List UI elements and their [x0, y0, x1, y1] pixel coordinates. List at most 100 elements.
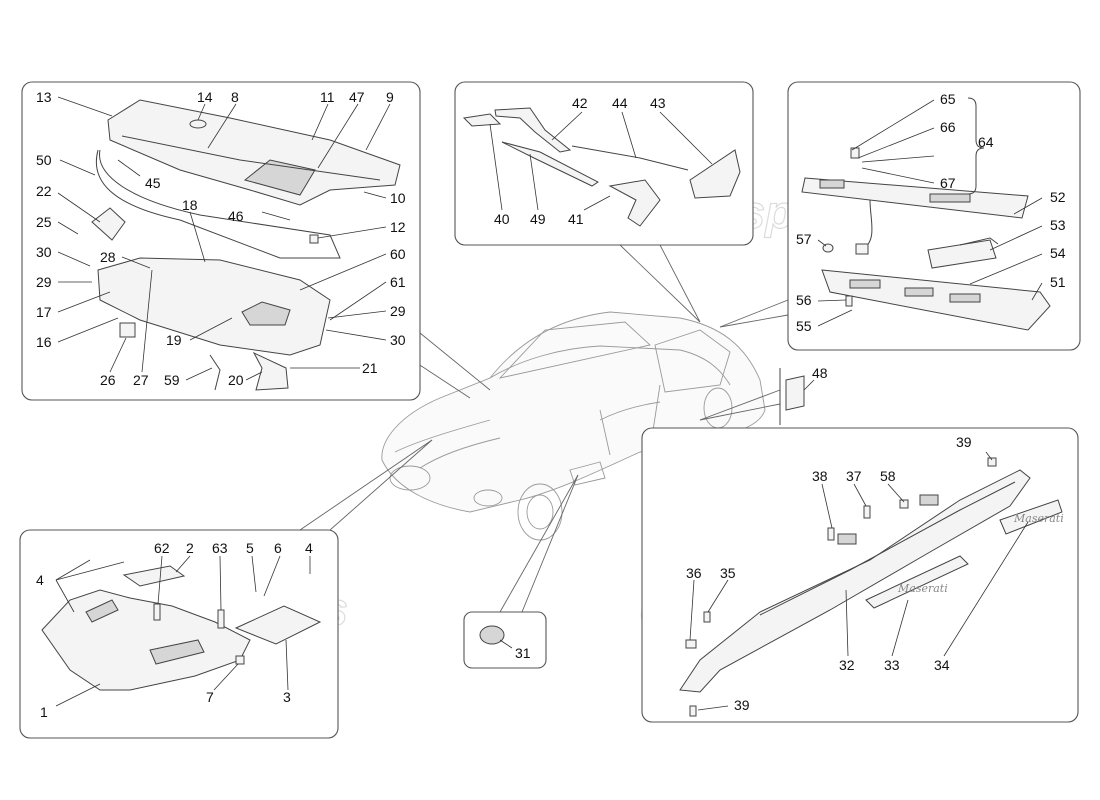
cowl-inner-line [121, 135, 381, 181]
callout-66: 66 [940, 119, 956, 135]
cowl-callouts: 13 14 8 11 47 9 50 45 10 22 25 18 46 12 … [36, 89, 406, 388]
shield-vent-1 [85, 599, 119, 623]
clip-part [119, 322, 136, 338]
callout-33: 33 [884, 657, 900, 673]
sill-32-part [679, 469, 1031, 693]
screw-38-part [827, 527, 835, 541]
callout-41: 41 [568, 211, 584, 227]
callout-20: 20 [228, 372, 244, 388]
callout-57: 57 [796, 231, 812, 247]
plate-33-part [865, 555, 969, 609]
underbody-callouts: 4 62 2 63 5 6 4 1 7 3 [36, 540, 313, 720]
car-door-seam-2 [599, 409, 611, 456]
callout-49: 49 [530, 211, 546, 227]
callout-30: 30 [36, 244, 52, 260]
panel-moldings: 42 44 43 40 49 41 [454, 81, 754, 246]
bracket-40-part [462, 113, 502, 127]
callout-16: 16 [36, 334, 52, 350]
callout-4b: 4 [305, 540, 313, 556]
callout-35: 35 [720, 565, 736, 581]
car-grille [389, 465, 431, 491]
callout-39b: 39 [734, 697, 750, 713]
trim-43-part [689, 149, 741, 199]
callout-18: 18 [182, 197, 198, 213]
car-front-wheel [517, 483, 563, 541]
nut-58-part [899, 499, 909, 509]
screw-37-part [863, 505, 871, 519]
trunk-callouts: 65 66 64 67 52 53 57 54 56 51 55 [796, 91, 1066, 334]
callout-38: 38 [812, 468, 828, 484]
callout-27: 27 [133, 372, 149, 388]
callout-3: 3 [283, 689, 291, 705]
shield-vent-2 [149, 639, 205, 665]
callout-53: 53 [1050, 217, 1066, 233]
nut-part [309, 234, 319, 244]
callout-2: 2 [186, 540, 194, 556]
callout-52: 52 [1050, 189, 1066, 205]
callout-46: 46 [228, 208, 244, 224]
callout-21: 21 [362, 360, 378, 376]
callout-61: 61 [390, 274, 406, 290]
sill-slot-2 [919, 494, 939, 506]
callout-26: 26 [100, 372, 116, 388]
trunk-leaders [817, 99, 1043, 327]
callout-56: 56 [796, 292, 812, 308]
callout-10: 10 [390, 190, 406, 206]
callout-8: 8 [231, 89, 239, 105]
car-door-line [599, 401, 661, 421]
callout-59: 59 [164, 372, 180, 388]
callout-5: 5 [246, 540, 254, 556]
moldings-leaders [489, 111, 713, 211]
panel-trunk-light: 65 66 64 67 52 53 57 54 56 51 55 [787, 81, 1081, 351]
callout-9: 9 [386, 89, 394, 105]
callout-60: 60 [390, 246, 406, 262]
callout-65: 65 [940, 91, 956, 107]
bracket-64 [967, 97, 985, 195]
panel-cowl: 13 14 8 11 47 9 50 45 10 22 25 18 46 12 … [21, 81, 421, 401]
drain-hose-part [252, 351, 289, 391]
callout-1: 1 [40, 704, 48, 720]
plate-34-part [999, 499, 1063, 535]
bracket-part [209, 354, 221, 391]
plate-33-script: Maserati [897, 582, 948, 595]
car-side-window [654, 329, 731, 393]
drain-box-part [241, 301, 291, 326]
sill-callouts: 39 38 37 58 36 35 32 33 34 39 [686, 434, 972, 713]
car-windshield [498, 321, 651, 379]
grille-31-part [479, 625, 505, 645]
callout-58: 58 [880, 468, 896, 484]
lamp-wire-part [959, 237, 999, 246]
callout-25: 25 [36, 214, 52, 230]
side-insert-part [91, 207, 126, 241]
callout-13: 13 [36, 89, 52, 105]
seal-strip-part [95, 149, 341, 259]
callout-37: 37 [846, 468, 862, 484]
trunk-bar-window-2 [929, 193, 971, 203]
car-hood-line [394, 419, 491, 453]
car-roofline [489, 345, 731, 386]
panel-underbody: 4 62 2 63 5 6 4 1 7 3 [19, 529, 339, 739]
sill-slot-1 [837, 533, 857, 545]
sill-leaders [689, 451, 1029, 711]
clip-63-part [217, 609, 225, 629]
molding-slot-2 [904, 287, 934, 297]
screw-56-part [845, 295, 853, 307]
callout-50: 50 [36, 152, 52, 168]
callout-29a: 29 [36, 274, 52, 290]
panel-sill: Maserati Maserati 39 38 37 58 36 35 [641, 427, 1079, 723]
callout-45: 45 [145, 175, 161, 191]
fastener-7-part [235, 655, 245, 665]
callout-4a: 4 [36, 572, 44, 588]
callout-67: 67 [940, 175, 956, 191]
callout-63: 63 [212, 540, 228, 556]
plug-part [189, 119, 207, 129]
screw-39b-part [689, 705, 697, 717]
callout-30b: 30 [390, 332, 406, 348]
callout-44: 44 [612, 95, 628, 111]
panel-grille-frame [463, 611, 547, 669]
callout-47: 47 [349, 89, 365, 105]
screw-35-part [703, 611, 711, 623]
molding-slot-1 [849, 279, 881, 289]
plate-34-script: Maserati [1013, 512, 1064, 525]
